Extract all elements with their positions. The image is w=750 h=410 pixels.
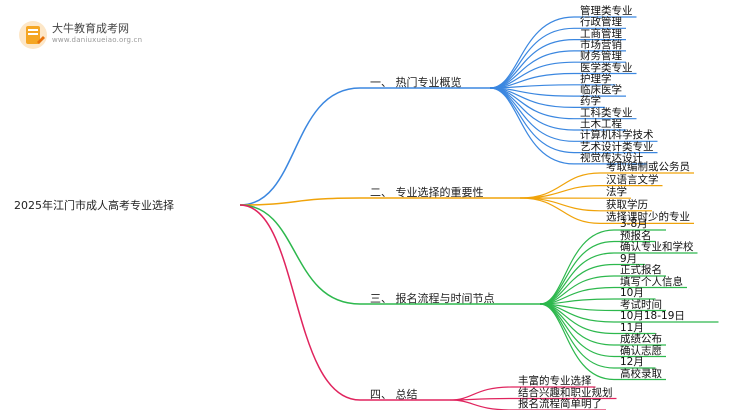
- logo-site-url: www.daniuxueiao.org.cn: [52, 36, 143, 44]
- branch-connector: [239, 87, 490, 206]
- leaf-node: 报名流程简单明了: [518, 398, 602, 410]
- leaf-node: 管理类专业: [580, 5, 633, 17]
- leaf-connector: [539, 303, 666, 381]
- leaf-node: 正式报名: [620, 264, 662, 276]
- leaf-connector: [539, 240, 656, 305]
- branch-connector: [239, 197, 520, 206]
- leaf-node: 考试时间: [620, 298, 662, 311]
- leaf-connector: [519, 197, 694, 224]
- branch-node: 二、 专业选择的重要性: [370, 186, 484, 199]
- leaf-node: 医学类专业: [580, 61, 633, 74]
- leaf-node: 高校录取: [620, 367, 662, 380]
- leaf-connector: [489, 50, 626, 89]
- leaf-node: 获取学历: [606, 198, 648, 211]
- leaf-node: 10月: [620, 287, 644, 299]
- leaf-node: 3-8月: [620, 218, 648, 230]
- leaf-node: 10月18-19日: [620, 310, 685, 322]
- leaf-node: 护理学: [580, 72, 612, 85]
- leaf-node: 行政管理: [580, 16, 622, 29]
- leaf-node: 成绩公布: [620, 333, 662, 345]
- leaf-connector: [539, 229, 666, 305]
- leaf-connector: [489, 87, 647, 165]
- leaf-connector: [489, 16, 637, 89]
- leaf-node: 汉语言文学: [606, 173, 659, 186]
- leaf-node: 确认专业和学校: [620, 241, 694, 253]
- leaf-node: 药学: [580, 95, 601, 108]
- leaf-node: 9月: [620, 252, 638, 265]
- branch-node: 三、 报名流程与时间节点: [370, 292, 495, 305]
- leaf-node: 丰富的专业选择: [518, 375, 592, 387]
- branch-node: 四、 总结: [370, 388, 418, 401]
- site-logo[interactable]: 大牛教育成考网 www.daniuxueiao.org.cn: [18, 18, 168, 52]
- leaf-node: 结合兴趣和职业规划: [518, 386, 613, 399]
- leaf-connector: [519, 172, 694, 199]
- leaf-node: 确认志愿: [620, 344, 662, 357]
- leaf-node: 临床医学: [580, 84, 622, 97]
- leaf-node: 填写个人信息: [620, 275, 683, 288]
- branch-node: 一、 热门专业概览: [370, 76, 462, 89]
- leaf-node: 考取编制或公务员: [606, 161, 690, 173]
- leaf-node: 财务管理: [580, 50, 622, 63]
- branch-connector: [239, 204, 540, 305]
- leaf-connector: [539, 263, 645, 305]
- leaf-node: 法学: [606, 186, 627, 199]
- leaf-node: 预报名: [620, 229, 652, 242]
- mindmap-root-node: 2025年江门市成人高考专业选择: [14, 199, 174, 212]
- leaf-node: 选择课时少的专业: [606, 211, 690, 224]
- pencil-logo-icon: [19, 21, 47, 49]
- leaf-connector: [489, 27, 626, 89]
- leaf-node: 土木工程: [580, 118, 622, 130]
- leaf-node: 11月: [620, 321, 644, 334]
- logo-site-name: 大牛教育成考网: [52, 22, 129, 35]
- leaf-node: 艺术设计类专业: [580, 140, 654, 153]
- leaf-node: 计算机科学技术: [580, 129, 654, 142]
- branch-connector: [239, 204, 450, 401]
- leaf-node: 视觉传达设计: [580, 151, 643, 164]
- leaf-connector: [519, 185, 663, 199]
- leaf-connector: [539, 252, 698, 305]
- leaf-node: 工商管理: [580, 27, 622, 40]
- leaf-connector: [489, 39, 626, 89]
- leaf-node: 12月: [620, 356, 644, 368]
- leaf-node: 市场营销: [580, 38, 622, 51]
- leaf-node: 工科类专业: [580, 106, 633, 119]
